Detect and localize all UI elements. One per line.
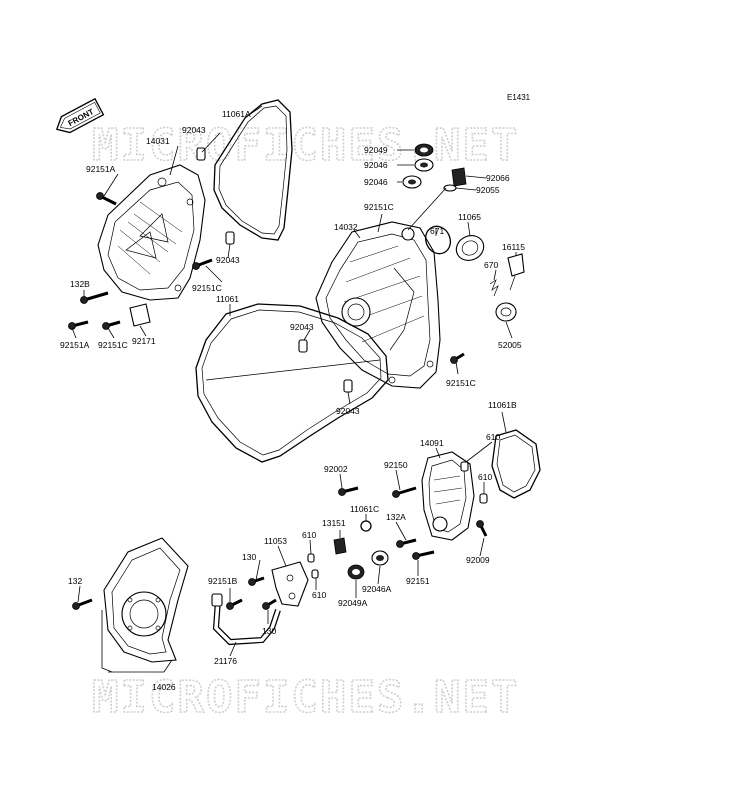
label-610-c: 610 bbox=[302, 530, 316, 540]
label-11061c: 11061C bbox=[350, 504, 379, 514]
screw-13151 bbox=[333, 537, 347, 555]
label-14031: 14031 bbox=[146, 136, 170, 146]
label-132b: 132B bbox=[70, 279, 90, 289]
gasket-11061b bbox=[491, 429, 541, 499]
label-92046-a: 92046 bbox=[364, 160, 388, 170]
bolt-92151c-a bbox=[192, 258, 213, 270]
bolt-132 bbox=[72, 598, 93, 610]
label-670: 670 bbox=[484, 260, 498, 270]
label-610-b: 610 bbox=[478, 472, 492, 482]
label-92151a-bot: 92151A bbox=[60, 340, 90, 350]
label-92046a: 92046A bbox=[362, 584, 392, 594]
dowel-pin-92043-d bbox=[343, 379, 353, 393]
bolt-132a bbox=[396, 538, 417, 548]
bracket-92171 bbox=[129, 303, 151, 327]
pipe-21176 bbox=[211, 593, 281, 646]
label-610-a: 610 bbox=[486, 432, 500, 442]
bolt-130-b bbox=[262, 598, 277, 610]
label-11061b: 11061B bbox=[488, 400, 517, 410]
dowel-610-a bbox=[460, 461, 469, 472]
label-92151a-top: 92151A bbox=[86, 164, 116, 174]
bolt-92151 bbox=[412, 550, 435, 560]
label-92151c-d: 92151C bbox=[446, 378, 476, 388]
leader-lines bbox=[71, 105, 517, 673]
watermark-bottom: MICROFICHES.NET bbox=[92, 672, 519, 723]
label-610-d: 610 bbox=[312, 590, 326, 600]
label-92002: 92002 bbox=[324, 464, 348, 474]
cover-14091 bbox=[421, 451, 475, 541]
bolt-92151b bbox=[226, 598, 243, 610]
dowel-610-c bbox=[307, 553, 315, 563]
cap-11065 bbox=[455, 235, 485, 261]
label-11065: 11065 bbox=[458, 212, 481, 222]
label-92151c-b: 92151C bbox=[98, 340, 128, 350]
gasket-11061a bbox=[213, 99, 293, 241]
bolt-92151a-bot bbox=[68, 320, 89, 330]
seal-52005 bbox=[495, 302, 517, 322]
label-132a: 132A bbox=[386, 512, 406, 522]
label-21176: 21176 bbox=[214, 656, 237, 666]
label-92066: 92066 bbox=[486, 173, 510, 183]
plug-92066 bbox=[451, 167, 467, 187]
label-92043-c: 92043 bbox=[290, 322, 314, 332]
label-92043-d: 92043 bbox=[336, 406, 360, 416]
label-92009: 92009 bbox=[466, 555, 490, 565]
gasket-11061 bbox=[195, 303, 389, 463]
cover-14032 bbox=[315, 221, 441, 389]
label-671: 671 bbox=[430, 226, 444, 236]
bolt-132b bbox=[80, 291, 109, 304]
label-11061a: 11061A bbox=[222, 109, 251, 119]
label-92046-b: 92046 bbox=[364, 177, 388, 187]
dipstick-16115 bbox=[507, 253, 525, 277]
cover-14026 bbox=[103, 537, 189, 663]
label-92151b: 92151B bbox=[208, 576, 238, 586]
bracket-11053 bbox=[271, 561, 309, 607]
label-92049a: 92049A bbox=[338, 598, 368, 608]
bolt-92151c-b bbox=[102, 320, 121, 330]
dowel-pin-92043-b bbox=[225, 231, 235, 245]
bolt-92151c-d bbox=[450, 352, 465, 364]
label-52005: 52005 bbox=[498, 340, 522, 350]
bolt-92150 bbox=[392, 486, 417, 498]
dowel-610-b bbox=[479, 493, 488, 504]
label-130-b: 130 bbox=[262, 626, 276, 636]
label-92055: 92055 bbox=[476, 185, 500, 195]
label-92049: 92049 bbox=[364, 145, 388, 155]
bolt-92151a-top bbox=[96, 192, 117, 206]
dowel-pin-92043-c bbox=[298, 339, 308, 353]
label-92151c-c: 92151C bbox=[364, 202, 394, 212]
o-ring-11061c bbox=[360, 520, 372, 532]
o-ring-671 bbox=[424, 225, 452, 255]
label-14032: 14032 bbox=[334, 222, 358, 232]
spring-670 bbox=[489, 279, 499, 297]
label-92151c-a: 92151C bbox=[192, 283, 222, 293]
bolt-92002 bbox=[338, 486, 359, 496]
label-14091: 14091 bbox=[420, 438, 444, 448]
label-16115: 16115 bbox=[502, 242, 525, 252]
label-130-a: 130 bbox=[242, 552, 256, 562]
label-92043-b: 92043 bbox=[216, 255, 240, 265]
cover-14031 bbox=[97, 164, 206, 301]
label-92171: 92171 bbox=[132, 336, 156, 346]
label-13151: 13151 bbox=[322, 518, 346, 528]
dowel-610-d bbox=[311, 569, 319, 579]
label-11061: 11061 bbox=[216, 294, 239, 304]
label-92151: 92151 bbox=[406, 576, 430, 586]
label-132: 132 bbox=[68, 576, 82, 586]
watermark-top: MICROFICHES.NET bbox=[92, 120, 519, 171]
label-11053: 11053 bbox=[264, 536, 287, 546]
diagram-code: E1431 bbox=[507, 93, 531, 102]
bolt-130-a bbox=[248, 576, 265, 586]
label-92150: 92150 bbox=[384, 460, 408, 470]
label-14026: 14026 bbox=[152, 682, 176, 692]
bolt-92009 bbox=[476, 520, 488, 537]
label-92043-a: 92043 bbox=[182, 125, 206, 135]
front-arrow-icon: FRONT bbox=[55, 97, 105, 134]
part-labels: 14031 92043 11061A 92151A 92043 92151C 1… bbox=[60, 109, 525, 692]
